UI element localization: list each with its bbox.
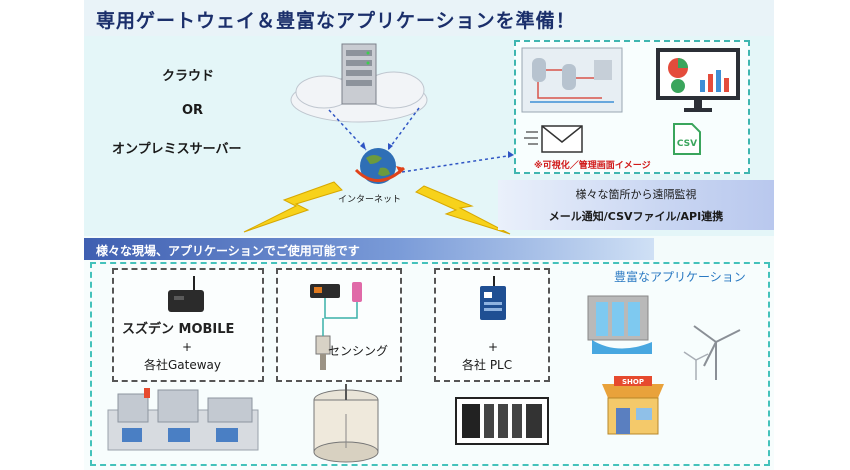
gateway-box: スズデン MOBILE + 各社Gateway — [112, 268, 264, 382]
internet-label: インターネット — [338, 195, 402, 205]
connector-lines — [328, 107, 515, 173]
page-title: 専用ゲートウェイ＆豊富なアプリケーションを準備！ — [96, 10, 576, 32]
diagram-canvas: 専用ゲートウェイ＆豊富なアプリケーションを準備！ クラウド OR オンプレミスサ… — [84, 0, 774, 470]
gateway-plus: + — [182, 340, 193, 354]
dashboard-monitor-icon — [656, 48, 740, 112]
tank-icon — [313, 384, 379, 463]
wind-turbine-icon — [683, 325, 741, 380]
csv-icon-text: CSV — [677, 139, 697, 149]
visualization-box: CSV ※可視化／管理画面イメージ — [514, 40, 750, 174]
sensor-devices-icon — [310, 282, 362, 370]
remote-monitoring-line1: 様々な箇所から遠隔監視 — [575, 188, 697, 201]
field-header: 様々な現場、アプリケーションでご使用可能です — [84, 238, 654, 260]
factory-machines-icon — [107, 388, 259, 451]
suzuden-mobile-logo: スズデン MOBILE — [122, 322, 235, 337]
scada-screen-icon — [521, 47, 623, 113]
cloud-server-icon — [290, 43, 428, 123]
cloud-label: クラウド — [162, 69, 215, 84]
field-frame — [90, 262, 770, 466]
lightning-bolts — [243, 181, 511, 235]
mail-icon — [524, 125, 583, 153]
shop-sign-text: SHOP — [622, 378, 644, 386]
remote-monitoring-panel: 様々な箇所から遠隔監視 メール通知/CSVファイル/API連携 — [498, 180, 774, 230]
lightning-right-icon — [415, 185, 511, 235]
or-label: OR — [182, 103, 204, 118]
remote-monitoring-line2: メール通知/CSVファイル/API連携 — [548, 210, 724, 223]
dam-icon — [587, 295, 652, 354]
csv-file-icon: CSV — [673, 123, 701, 155]
lightning-left-icon — [243, 181, 343, 233]
gateway-label: 各社Gateway — [144, 358, 222, 372]
shop-building-icon: SHOP — [602, 376, 664, 435]
plc-box: + 各社 PLC — [434, 268, 550, 382]
plc-plus: + — [488, 340, 499, 354]
visualization-caption: ※可視化／管理画面イメージ — [534, 161, 651, 171]
onpremise-server-label: オンプレミスサーバー — [112, 142, 242, 157]
sensing-box: センシング — [276, 268, 402, 382]
gateway-device-icon — [168, 276, 204, 312]
internet-globe-icon — [354, 148, 406, 184]
plc-label: 各社 PLC — [462, 358, 513, 372]
plc-device-icon — [480, 276, 506, 320]
title-bar: 専用ゲートウェイ＆豊富なアプリケーションを準備！ — [84, 0, 774, 36]
field-header-text: 様々な現場、アプリケーションでご使用可能です — [96, 244, 360, 258]
plc-rack-icon — [455, 397, 549, 445]
applications-title: 豊富なアプリケーション — [614, 270, 746, 284]
sensing-label: センシング — [328, 344, 389, 358]
